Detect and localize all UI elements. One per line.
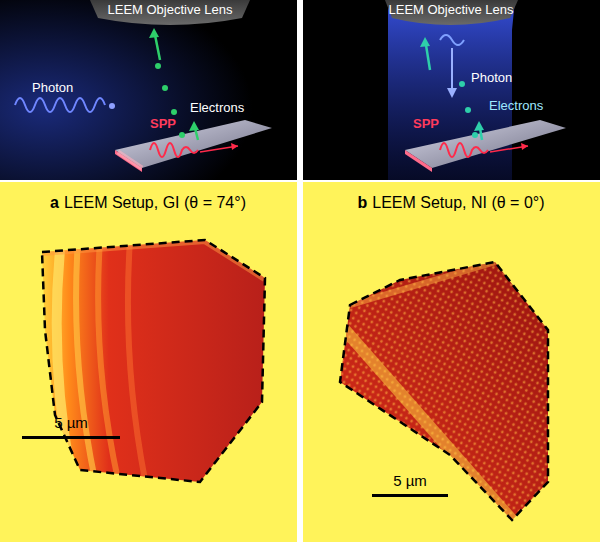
spp-label: SPP <box>150 116 176 131</box>
electrons-label: Electrons <box>190 100 244 115</box>
scale-bar-label: 5 µm <box>54 414 88 431</box>
panel-heading: b LEEM Setup, NI (θ = 0°) <box>357 194 544 212</box>
grazing-incidence-image: a LEEM Setup, GI (θ = 74°) 5 µm <box>0 182 297 542</box>
spp-label: SPP <box>413 116 439 131</box>
panel-letter: b <box>357 194 367 211</box>
scale-bar-label: 5 µm <box>393 472 427 489</box>
panel-title: LEEM Setup, GI (θ = 74°) <box>64 194 246 211</box>
lens-label: LEEM Objective Lens <box>107 2 232 17</box>
panel-letter: a <box>50 194 59 211</box>
lens-label: LEEM Objective Lens <box>388 2 513 17</box>
panel-heading: a LEEM Setup, GI (θ = 74°) <box>50 194 246 212</box>
photon-label: Photon <box>471 70 512 85</box>
normal-incidence-image: b LEEM Setup, NI (θ = 0°) 5 µm <box>303 182 600 542</box>
electrons-label: Electrons <box>489 98 543 113</box>
normal-incidence-panel: LEEM Objective LensPhotonSPP Electrons <box>303 0 600 180</box>
grazing-incidence-panel: LEEM Objective LensPhotonSPP Electrons <box>0 0 297 180</box>
photon-label: Photon <box>32 80 73 95</box>
panel-title: LEEM Setup, NI (θ = 0°) <box>372 194 544 211</box>
